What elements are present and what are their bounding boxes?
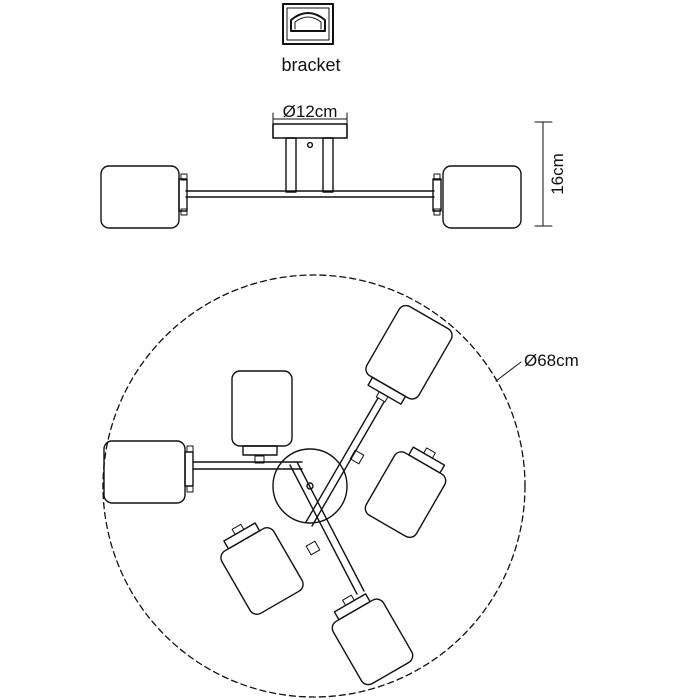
bracket-legs (285, 137, 334, 193)
shade-upper-middle (231, 370, 293, 464)
shade-bottom-right (331, 593, 414, 686)
side-view: Ø12cm (100, 102, 567, 229)
bracket-icon (282, 3, 334, 45)
shade-lower-left (220, 522, 304, 615)
base-dimension-line (272, 112, 348, 126)
bracket-label: bracket (281, 55, 340, 75)
overall-diameter-circle (102, 274, 526, 698)
ceiling-canopy (272, 123, 348, 139)
arm-connectors (305, 449, 365, 556)
side-left-shade (100, 165, 188, 229)
arm-left (192, 461, 303, 470)
shade-left (103, 440, 194, 504)
height-dimension-line (534, 121, 553, 227)
shade-upper-right (365, 304, 453, 405)
height-label: 16cm (548, 153, 567, 195)
side-right-shade (432, 165, 522, 229)
shade-right-middle (364, 446, 447, 539)
arm-upper-right (305, 397, 385, 527)
overall-diameter-label: Ø68cm (524, 351, 579, 370)
center-screw (306, 482, 314, 490)
side-arm (185, 190, 435, 198)
arm-lower-right (289, 461, 365, 595)
top-view: Ø68cm (102, 274, 579, 698)
center-canopy (272, 448, 348, 524)
base-diameter-label: Ø12cm (283, 102, 338, 121)
diameter-leader-line (495, 361, 522, 382)
